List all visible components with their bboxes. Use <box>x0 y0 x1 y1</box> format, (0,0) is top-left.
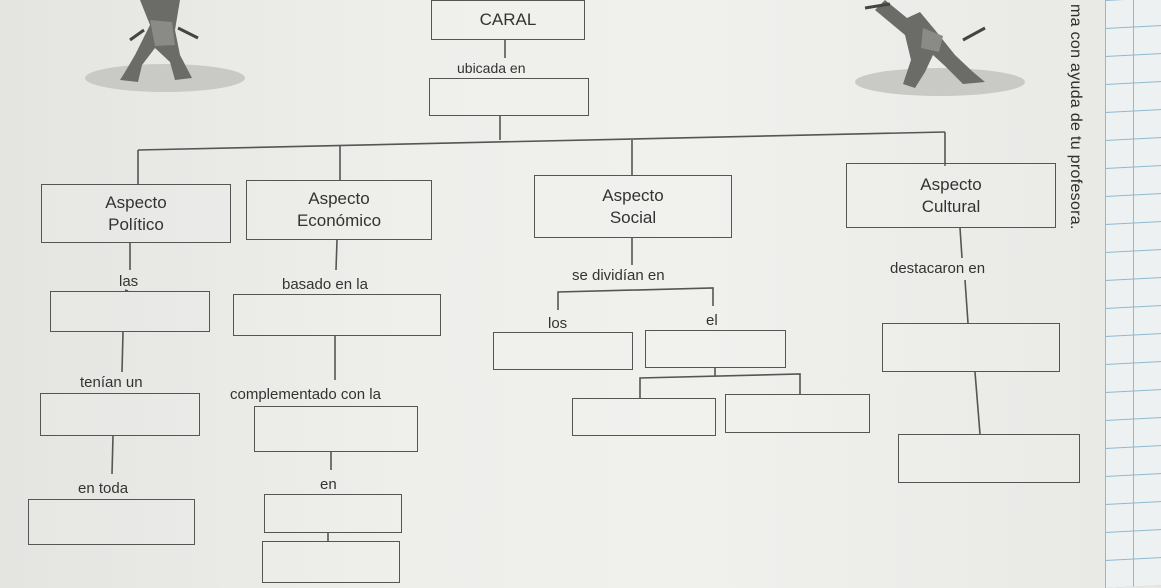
economico-answer-box-3[interactable] <box>264 494 402 533</box>
label-se-dividian-en: se dividían en <box>572 267 665 284</box>
politico-answer-box-1[interactable] <box>50 291 210 332</box>
aspect-social-box: Aspecto Social <box>534 175 732 238</box>
label-las: las <box>119 273 139 290</box>
aspect-cultural-line2: Cultural <box>921 196 981 216</box>
aspect-politico-box: Aspecto Político <box>41 184 231 243</box>
social-answer-box-el-sub1[interactable] <box>572 398 716 436</box>
aspect-politico-line1: Aspecto <box>105 192 167 212</box>
aspect-social-line1: Aspecto <box>602 185 664 205</box>
label-destacaron-en: destacaron en <box>890 260 986 277</box>
label-en-toda: en toda <box>78 480 129 497</box>
social-answer-box-el[interactable] <box>645 330 786 368</box>
label-los: los <box>548 315 568 332</box>
cultural-answer-box-2[interactable] <box>898 434 1080 483</box>
side-instruction-text: ma con ayuda de tu profesora. <box>1067 4 1084 230</box>
politico-answer-box-2[interactable] <box>40 393 200 436</box>
label-el: el <box>706 312 718 329</box>
aspect-politico-line2: Político <box>108 214 164 234</box>
cultural-answer-box-1[interactable] <box>882 323 1060 372</box>
label-tenian-un: tenían un <box>80 374 143 391</box>
social-answer-box-los[interactable] <box>493 332 633 370</box>
aspect-economico-line1: Aspecto <box>308 189 370 208</box>
aspect-social-line2: Social <box>609 207 657 227</box>
aspect-economico-box: Aspecto Económico <box>246 180 432 240</box>
right-figure-illustration <box>855 0 1025 96</box>
caral-title-box: CARAL <box>431 0 585 40</box>
economico-answer-box-4[interactable] <box>262 541 400 583</box>
economico-answer-box-1[interactable] <box>233 294 441 336</box>
left-figure-illustration <box>85 0 245 92</box>
label-ubicada-en: ubicada en <box>457 60 526 76</box>
aspect-cultural-line1: Aspecto <box>920 174 982 194</box>
social-answer-box-el-sub2[interactable] <box>725 394 870 433</box>
label-en: en <box>320 476 337 493</box>
economico-answer-box-2[interactable] <box>254 406 418 452</box>
label-complementado-con-la: complementado con la <box>230 386 381 403</box>
caral-title: CARAL <box>479 10 537 29</box>
label-basado-en-la: basado en la <box>282 276 368 293</box>
aspect-cultural-box: Aspecto Cultural <box>846 163 1056 228</box>
aspect-economico-line2: Económico <box>296 211 382 230</box>
politico-answer-box-3[interactable] <box>28 499 195 545</box>
location-answer-box[interactable] <box>429 78 589 116</box>
